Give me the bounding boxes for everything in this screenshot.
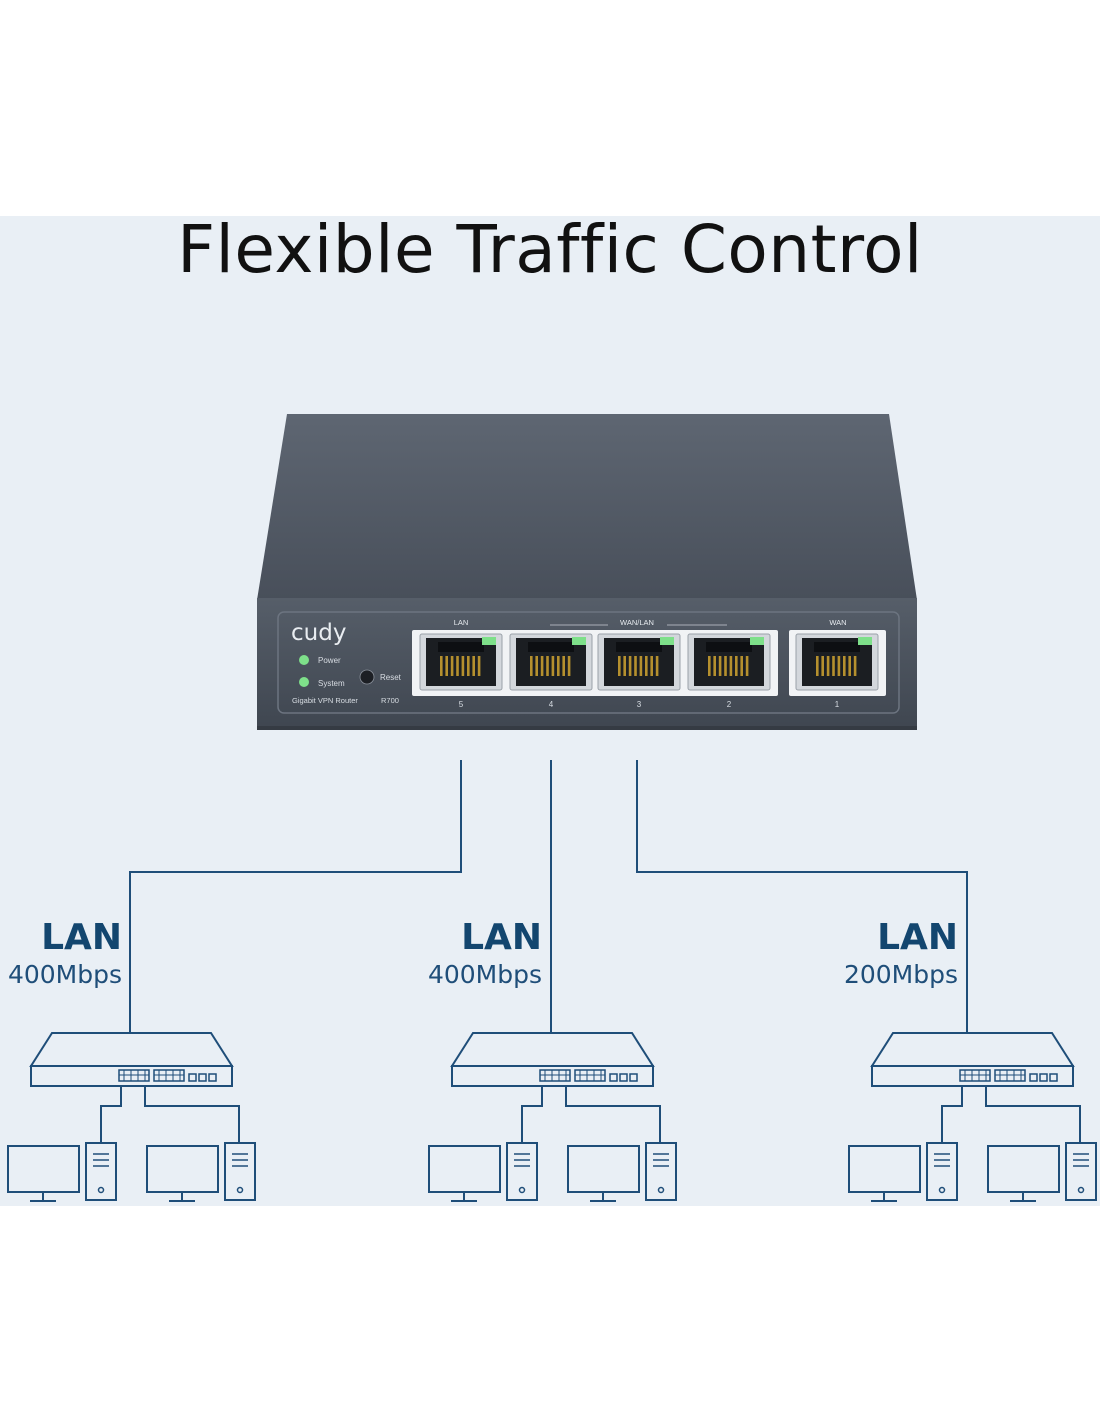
ethernet-port-3[interactable]: 3	[597, 633, 681, 709]
port-number-label: 3	[637, 700, 642, 709]
reset-button[interactable]	[359, 669, 375, 685]
ethernet-port-1[interactable]: 1	[795, 633, 879, 709]
ethernet-port-2[interactable]: 2	[687, 633, 771, 709]
port-link-led	[750, 637, 764, 645]
desktop-computer-icon	[987, 1142, 1097, 1202]
desktop-computer-icon	[428, 1142, 538, 1202]
connection-line-1	[129, 760, 462, 1033]
port-group-wan-label: WAN	[829, 618, 846, 627]
branch-groups	[7, 1032, 1097, 1202]
ethernet-port-5[interactable]: 5	[419, 633, 503, 709]
port-number-label: 2	[727, 700, 732, 709]
router-bottom-edge	[257, 726, 917, 730]
branch-type-2: LAN	[461, 917, 542, 958]
desktop-computer-icon	[567, 1142, 677, 1202]
port-number-label: 1	[835, 700, 840, 709]
switch-link-right	[985, 1086, 1081, 1143]
desktop-computer-icon	[146, 1142, 256, 1202]
connection-line-3	[636, 760, 968, 1033]
branch-label-2: LAN 400Mbps	[400, 917, 542, 989]
system-led	[299, 677, 309, 687]
connection-lines	[129, 760, 968, 1033]
port-number-label: 4	[549, 700, 554, 709]
switch-link-right	[144, 1086, 240, 1143]
branch-2	[428, 1032, 677, 1202]
branch-label-1: LAN 400Mbps	[0, 917, 122, 989]
power-led-label: Power	[318, 656, 341, 665]
port-link-led	[660, 637, 674, 645]
router-faceplate	[277, 611, 900, 714]
port-link-led	[482, 637, 496, 645]
network-switch-icon	[450, 1032, 655, 1087]
network-switch-icon	[29, 1032, 234, 1087]
network-switch-icon	[870, 1032, 1075, 1087]
switch-link-right	[565, 1086, 661, 1143]
branch-speed-2: 400Mbps	[427, 960, 542, 989]
router-model: Gigabit VPN Router	[292, 696, 358, 705]
system-led-label: System	[318, 679, 345, 688]
router-brand-logo: cudy	[291, 620, 346, 646]
switch-link-left	[941, 1086, 963, 1143]
page-title: Flexible Traffic Control	[177, 211, 923, 288]
port-group-lan-label: LAN	[454, 618, 469, 627]
port-link-led	[572, 637, 586, 645]
branch-speed-1: 400Mbps	[7, 960, 122, 989]
branch-type-1: LAN	[41, 917, 122, 958]
switch-link-left	[100, 1086, 122, 1143]
switch-link-left	[521, 1086, 543, 1143]
branch-type-3: LAN	[877, 917, 958, 958]
desktop-computer-icon	[7, 1142, 117, 1202]
reset-label: Reset	[380, 673, 402, 682]
port-number-label: 5	[459, 700, 464, 709]
branch-3	[848, 1032, 1097, 1202]
lan-port-bay	[412, 630, 778, 696]
router-model-number: R700	[381, 696, 399, 705]
router-top	[257, 414, 917, 600]
port-link-led	[858, 637, 872, 645]
ethernet-port-4[interactable]: 4	[509, 633, 593, 709]
branch-label-3: LAN 200Mbps	[820, 917, 958, 989]
power-led	[299, 655, 309, 665]
branch-1	[7, 1032, 256, 1202]
ethernet-ports: 5 4 3 2 1	[419, 633, 879, 709]
desktop-computer-icon	[848, 1142, 958, 1202]
branch-speed-3: 200Mbps	[843, 960, 958, 989]
port-group-wanlan-label: WAN/LAN	[620, 618, 654, 627]
router: cudy Power System Reset Gigabit VPN Rout…	[257, 414, 917, 730]
